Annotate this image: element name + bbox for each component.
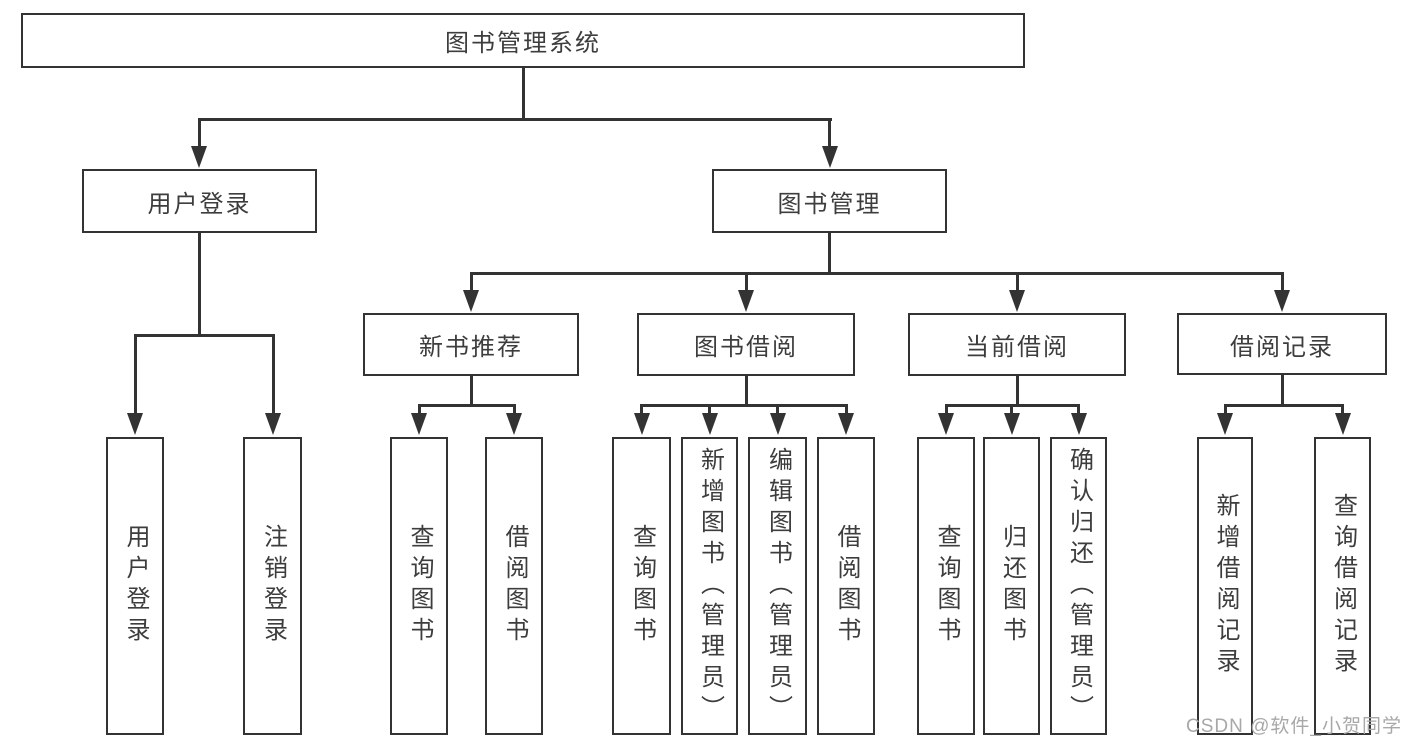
node-label: 确认归还（管理员） xyxy=(1065,446,1093,726)
node-book-management: 图书管理 xyxy=(712,169,947,233)
connector-stem xyxy=(133,334,137,415)
leaf-return-book: 归还图书 xyxy=(983,437,1040,735)
arrowhead xyxy=(938,413,954,435)
leaf-confirm-return-admin: 确认归还（管理员） xyxy=(1050,437,1107,735)
arrowhead xyxy=(821,146,838,168)
arrowhead xyxy=(1070,413,1087,435)
connector-stem xyxy=(776,404,779,415)
node-label: 当前借阅 xyxy=(965,334,1069,361)
node-label: 编辑图书（管理员） xyxy=(764,446,792,726)
watermark: CSDN @软件_小贺同学 xyxy=(1186,716,1402,737)
node-label: 借阅图书 xyxy=(501,524,528,648)
node-label: 新增图书（管理员） xyxy=(696,446,724,726)
node-user-login: 用户登录 xyxy=(82,169,317,233)
arrowhead xyxy=(838,413,854,435)
node-label: 图书管理 xyxy=(777,190,882,218)
connector-stem xyxy=(197,118,201,148)
connector-stem xyxy=(640,404,643,415)
node-label: 图书管理系统 xyxy=(445,30,601,57)
connector-stem xyxy=(271,334,275,415)
connector-stem xyxy=(417,404,421,415)
node-label: 图书借阅 xyxy=(694,334,798,361)
node-label: 用户登录 xyxy=(122,524,149,648)
arrowhead xyxy=(127,413,143,435)
leaf-add-borrow-record: 新增借阅记录 xyxy=(1197,437,1253,735)
leaf-user-login: 用户登录 xyxy=(106,437,164,735)
node-label: 新增借阅记录 xyxy=(1212,493,1239,679)
connector-stem xyxy=(1223,404,1227,415)
node-label: 借阅图书 xyxy=(833,524,860,648)
node-label: 查询图书 xyxy=(406,524,433,648)
connector-hline xyxy=(470,272,1283,275)
arrowhead xyxy=(1334,413,1351,435)
leaf-query-books-1: 查询图书 xyxy=(390,437,448,735)
connector-hline xyxy=(133,334,275,337)
arrowhead xyxy=(1274,290,1290,312)
node-label: 注销登录 xyxy=(259,524,287,648)
node-label: 归还图书 xyxy=(998,524,1026,648)
connector-vline xyxy=(744,376,748,407)
connector-stem xyxy=(469,272,473,292)
leaf-borrow-books-2: 借阅图书 xyxy=(817,437,875,735)
connector-stem xyxy=(828,118,831,148)
node-book-borrowing: 图书借阅 xyxy=(637,313,855,376)
arrowhead xyxy=(738,290,754,312)
arrowhead xyxy=(769,413,786,435)
arrowhead xyxy=(191,146,207,168)
connector-stem xyxy=(708,404,711,415)
leaf-borrow-books-1: 借阅图书 xyxy=(485,437,543,735)
arrowhead xyxy=(506,413,522,435)
leaf-query-books-3: 查询图书 xyxy=(917,437,975,735)
connector-stem xyxy=(512,404,516,415)
connector-hline xyxy=(640,404,848,407)
connector-stem xyxy=(1010,404,1013,415)
connector-vline xyxy=(1280,375,1284,407)
connector-hline xyxy=(1223,404,1344,407)
node-current-borrowing: 当前借阅 xyxy=(908,313,1126,376)
connector-vline xyxy=(197,233,201,337)
node-library-management-system: 图书管理系统 xyxy=(21,13,1025,68)
arrowhead xyxy=(463,290,479,312)
leaf-edit-book-admin: 编辑图书（管理员） xyxy=(748,437,807,735)
connector-vline xyxy=(521,68,525,120)
leaf-query-books-2: 查询图书 xyxy=(612,437,671,735)
node-label: 借阅记录 xyxy=(1230,333,1334,361)
connector-stem xyxy=(1280,272,1284,292)
leaf-add-book-admin: 新增图书（管理员） xyxy=(681,437,738,735)
node-label: 新书推荐 xyxy=(419,334,523,361)
connector-stem xyxy=(844,404,848,415)
connector-hline xyxy=(197,118,832,121)
arrowhead xyxy=(265,413,281,435)
connector-stem xyxy=(1341,404,1344,415)
leaf-query-borrow-record: 查询借阅记录 xyxy=(1314,437,1371,735)
node-label: 用户登录 xyxy=(147,190,252,218)
arrowhead xyxy=(1009,290,1025,312)
node-label: 查询借阅记录 xyxy=(1329,493,1357,679)
connector-hline xyxy=(417,404,516,407)
arrowhead xyxy=(1003,413,1020,435)
leaf-logout: 注销登录 xyxy=(243,437,302,735)
connector-vline xyxy=(1015,376,1019,407)
arrowhead xyxy=(1217,413,1233,435)
node-label: 查询图书 xyxy=(628,524,656,648)
arrowhead xyxy=(633,413,650,435)
connector-vline xyxy=(469,376,473,407)
connector-stem xyxy=(944,404,948,415)
node-label: 查询图书 xyxy=(933,524,960,648)
arrowhead xyxy=(701,413,718,435)
connector-stem xyxy=(1077,404,1080,415)
arrowhead xyxy=(411,413,427,435)
node-new-book-recommendation: 新书推荐 xyxy=(363,313,579,376)
connector-stem xyxy=(744,272,748,292)
connector-vline xyxy=(828,233,831,275)
node-borrowing-records: 借阅记录 xyxy=(1177,313,1387,375)
connector-stem xyxy=(1015,272,1019,292)
